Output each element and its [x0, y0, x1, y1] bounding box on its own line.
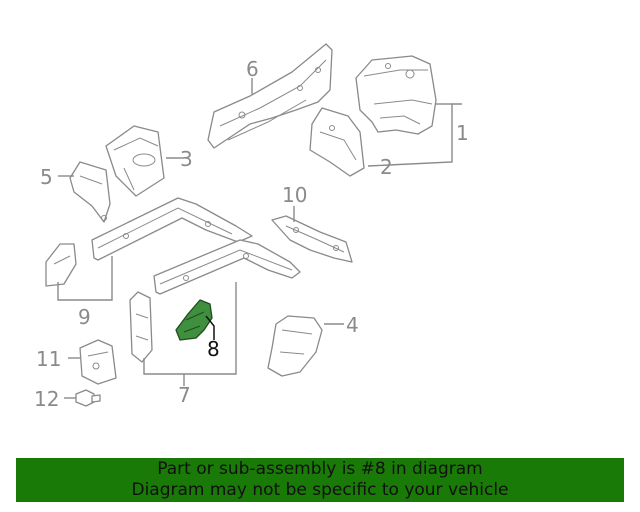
part-10-extension — [271, 215, 353, 263]
part-12-bolt — [75, 389, 101, 407]
callout-6: 6 — [246, 57, 259, 81]
part-2-apron-panel — [309, 107, 365, 177]
part-5-gusset — [69, 161, 111, 223]
part-11-mount-bracket — [79, 339, 117, 385]
callout-8: 8 — [207, 337, 220, 361]
info-banner: Part or sub-assembly is #8 in diagram Di… — [16, 458, 624, 502]
part-9-rail-assembly — [45, 197, 253, 287]
banner-line-1: Part or sub-assembly is #8 in diagram — [157, 459, 483, 479]
part-7-lower-rail — [129, 239, 301, 363]
part-4-lower-bracket — [267, 315, 323, 377]
callout-10: 10 — [282, 183, 307, 207]
callout-1: 1 — [456, 121, 469, 145]
callout-2: 2 — [380, 155, 393, 179]
part-6-upper-rail — [207, 43, 333, 149]
leader-lines — [57, 78, 462, 399]
callout-3: 3 — [180, 147, 193, 171]
leader-8 — [205, 315, 215, 340]
callout-4: 4 — [346, 313, 359, 337]
callout-11: 11 — [36, 347, 61, 371]
callout-12: 12 — [34, 387, 59, 411]
part-8-highlighted-bracket — [175, 299, 213, 341]
callout-9: 9 — [78, 305, 91, 329]
callout-7: 7 — [178, 383, 191, 407]
banner-line-2: Diagram may not be specific to your vehi… — [131, 480, 509, 500]
part-3-bracket — [105, 125, 165, 197]
callout-5: 5 — [40, 165, 53, 189]
part-1-strut-tower — [355, 55, 437, 135]
